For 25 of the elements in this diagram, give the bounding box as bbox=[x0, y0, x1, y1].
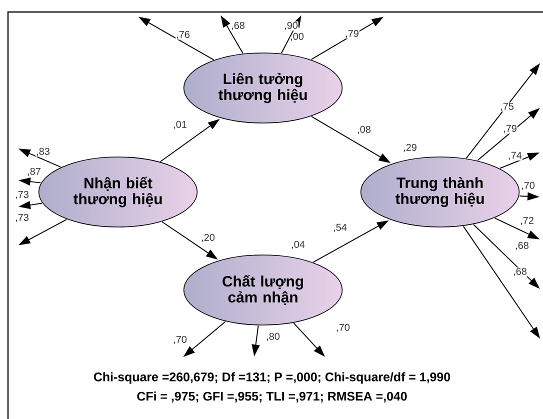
edge-label: ,76 bbox=[176, 30, 190, 40]
edge-label: ,08 bbox=[356, 125, 372, 135]
edge-label: ,70 bbox=[172, 335, 188, 345]
edge-label: ,79 bbox=[502, 124, 518, 134]
edge-label: ,73 bbox=[14, 190, 30, 200]
edge-label: ,72 bbox=[520, 216, 534, 226]
edge-label: ,68 bbox=[512, 267, 528, 277]
edge-label: ,20 bbox=[200, 233, 216, 243]
r-squared-label: ,04 bbox=[292, 240, 305, 250]
edge-label: ,73 bbox=[14, 213, 30, 223]
edge-label: ,79 bbox=[344, 29, 360, 39]
edge-label: ,68 bbox=[230, 21, 246, 31]
r-squared-label: ,00 bbox=[290, 32, 304, 42]
fit-statistics-text: Chi-square =260,679; Df =131; P =,000; Chi-square/df = 1,990 bbox=[94, 372, 450, 384]
edge-label: ,74 bbox=[508, 151, 522, 161]
edge-label: ,90 bbox=[284, 21, 298, 31]
edge-label: ,75 bbox=[500, 102, 514, 112]
r-squared-label: ,29 bbox=[404, 144, 416, 152]
edge-label: ,54 bbox=[332, 223, 348, 233]
edge-label: ,68 bbox=[514, 241, 530, 251]
fit-statistics-text: CFi = ,975; GFI =,955; TLI =,971; RMSEA =,040 bbox=[137, 392, 407, 402]
edge-label: ,70 bbox=[520, 181, 536, 191]
edge-label: ,80 bbox=[266, 332, 280, 342]
edge-label: ,70 bbox=[336, 323, 350, 333]
edge-label: ,83 bbox=[36, 147, 50, 157]
